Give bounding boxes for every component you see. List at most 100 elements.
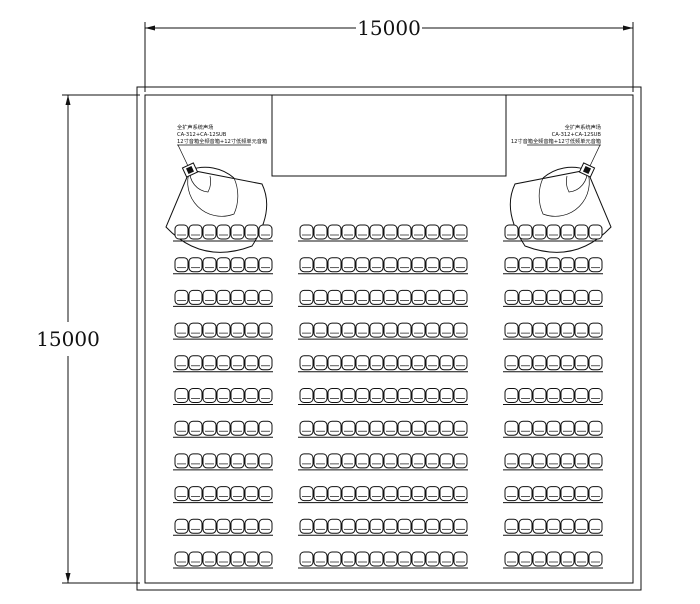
seat (453, 289, 468, 305)
left-speaker-coverage (165, 162, 268, 253)
seat (174, 224, 189, 240)
seat-row-center (298, 518, 468, 536)
seat (327, 420, 342, 436)
seat (174, 453, 189, 469)
seat (355, 388, 370, 403)
seat (518, 453, 533, 469)
seat (258, 289, 273, 305)
seat (258, 420, 273, 436)
height-dimension-label: 15000 (36, 327, 100, 351)
seat (546, 388, 561, 403)
seat (574, 388, 589, 403)
seat (546, 224, 561, 240)
seat (574, 453, 589, 469)
left-note-line2: CA-312+CA-12SUB (177, 132, 227, 138)
seat (188, 420, 203, 436)
seat (453, 322, 468, 338)
seat (560, 257, 575, 273)
seat (230, 355, 245, 371)
seat-row-left (173, 420, 273, 438)
seat (439, 551, 454, 567)
seat-row-center (298, 289, 468, 307)
seat (341, 551, 356, 567)
seat (202, 486, 217, 502)
seat-row-right (503, 518, 603, 536)
seat (341, 355, 356, 371)
seat (453, 257, 468, 273)
seat (355, 420, 370, 436)
seat (397, 388, 412, 403)
seat (588, 486, 603, 502)
seat (369, 486, 384, 502)
seat (453, 224, 468, 240)
seat-row-left (173, 322, 273, 340)
seat (397, 322, 412, 338)
seat (188, 486, 203, 502)
seat (216, 453, 231, 469)
seat-row-right (503, 453, 603, 471)
seat (532, 224, 547, 240)
seat (574, 486, 589, 502)
seat (504, 453, 519, 469)
seat (439, 289, 454, 305)
seat (588, 420, 603, 436)
seat (355, 322, 370, 338)
left-speaker-icon (181, 162, 199, 178)
seat (532, 486, 547, 502)
seat (518, 257, 533, 273)
seat (397, 257, 412, 273)
width-dimension: 15000 (144, 16, 634, 92)
seat (230, 388, 245, 403)
seat (439, 355, 454, 371)
room-outer-wall (136, 86, 642, 591)
seat (411, 388, 426, 403)
seat (574, 551, 589, 567)
seat (397, 224, 412, 240)
seat (216, 355, 231, 371)
seat (258, 257, 273, 273)
seat (453, 486, 468, 502)
seat-row-right (503, 224, 603, 242)
seat (258, 224, 273, 240)
seat (453, 453, 468, 469)
seat (588, 388, 603, 403)
seat (504, 486, 519, 502)
seat (327, 257, 342, 273)
seat (174, 388, 189, 403)
seat-row-center (298, 322, 468, 340)
seat (532, 355, 547, 371)
seat (355, 453, 370, 469)
seat (258, 518, 273, 534)
seat (369, 224, 384, 240)
seat-row-right (503, 486, 603, 504)
seat (439, 518, 454, 534)
seat (244, 224, 259, 240)
seat (188, 453, 203, 469)
seat (188, 355, 203, 371)
seat (174, 486, 189, 502)
seat (174, 355, 189, 371)
seat (188, 257, 203, 273)
right-speaker-note: 全扩声系统声场 CA-312+CA-12SUB 12寸音箱全频音箱+12寸低频单… (511, 123, 601, 167)
seat (383, 224, 398, 240)
seat (574, 224, 589, 240)
seat-row-right (503, 388, 603, 405)
seat-row-right (503, 289, 603, 307)
seat (425, 322, 440, 338)
seat (532, 420, 547, 436)
seat-row-center (298, 224, 468, 242)
seat (341, 289, 356, 305)
seat (504, 355, 519, 371)
seat (504, 551, 519, 567)
seat (369, 355, 384, 371)
seat (560, 289, 575, 305)
seat (425, 420, 440, 436)
seat (560, 355, 575, 371)
seat-row-center (298, 388, 468, 405)
seat (518, 420, 533, 436)
seat (518, 551, 533, 567)
seat (411, 355, 426, 371)
seat (313, 289, 328, 305)
seat (299, 453, 314, 469)
seat (439, 486, 454, 502)
